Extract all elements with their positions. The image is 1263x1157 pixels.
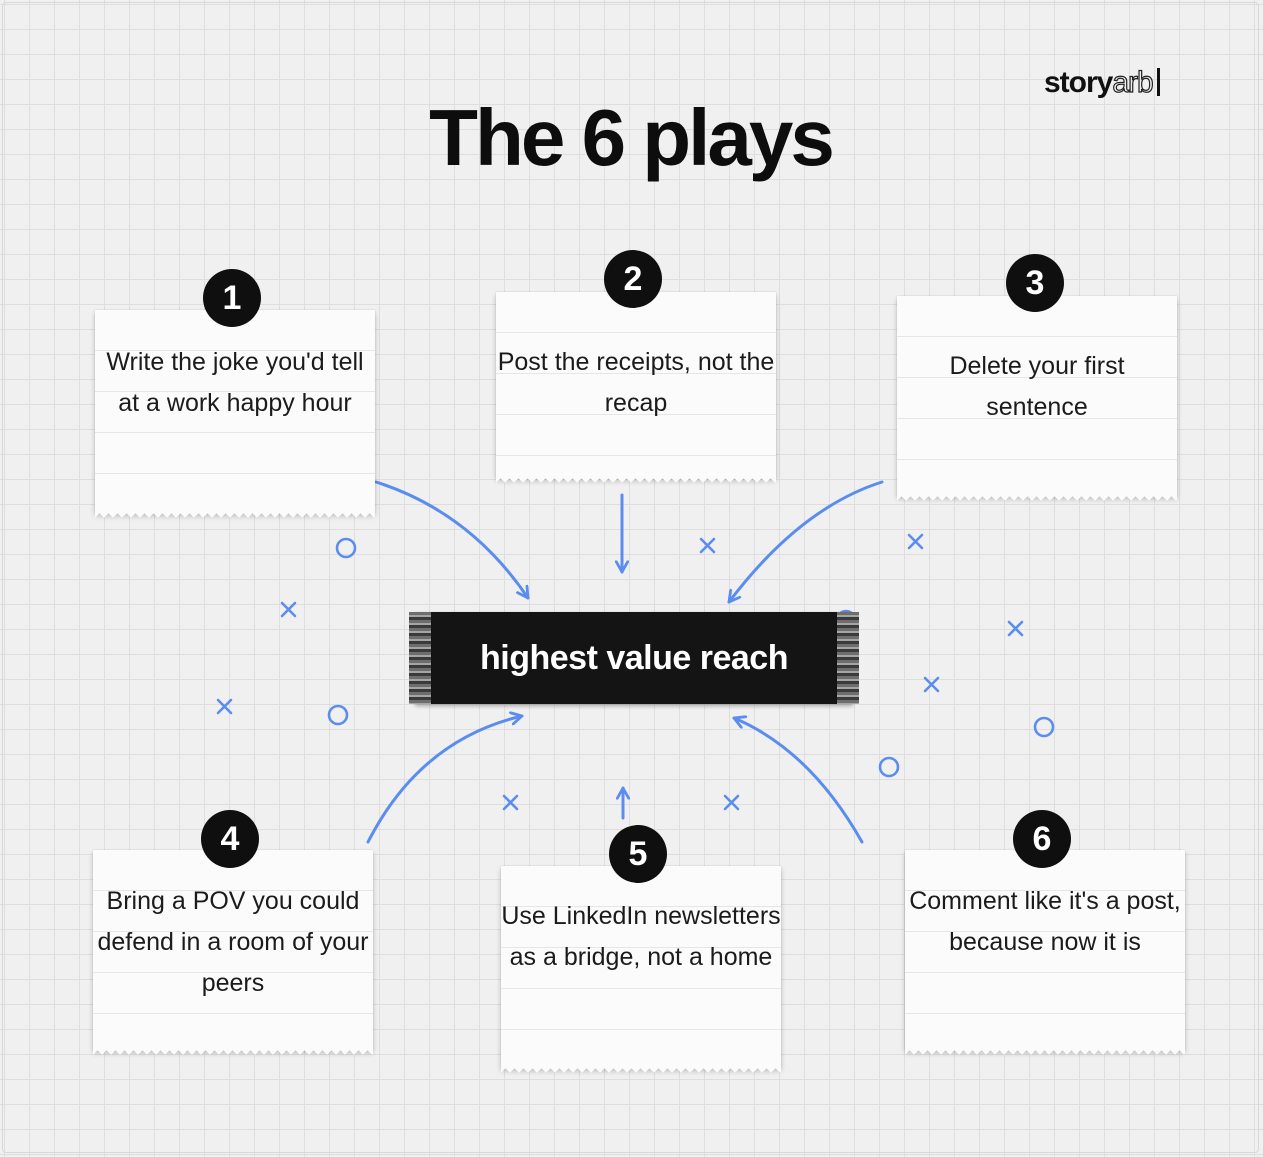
o-mark	[335, 537, 357, 559]
play-badge-6: 6	[1013, 810, 1071, 868]
play-badge-4: 4	[201, 810, 259, 868]
play-card-6: Comment like it's a post, because now it…	[905, 850, 1185, 1056]
x-mark	[923, 676, 940, 693]
play-text-4: Bring a POV you could defend in a room o…	[97, 887, 369, 997]
x-mark	[1007, 620, 1024, 637]
x-mark	[216, 698, 233, 715]
connector-play-6	[732, 718, 864, 844]
play-text-5: Use LinkedIn newsletters as a bridge, no…	[501, 902, 781, 971]
connector-play-4	[366, 716, 524, 844]
x-mark	[280, 601, 297, 618]
page-title: The 6 plays	[429, 93, 835, 182]
play-badge-1: 1	[203, 269, 261, 327]
play-card-4: Bring a POV you could defend in a room o…	[93, 850, 373, 1056]
play-badge-2: 2	[604, 250, 662, 308]
play-badge-3: 3	[1006, 254, 1064, 312]
center-label: highest value reach	[409, 612, 859, 704]
o-mark	[327, 704, 349, 726]
x-mark	[907, 533, 924, 550]
logo-cursor-icon	[1156, 68, 1160, 96]
x-mark	[502, 794, 519, 811]
play-text-2: Post the receipts, not the recap	[497, 348, 775, 417]
play-text-3: Delete your first sentence	[949, 352, 1125, 421]
logo-outline-part: arb	[1112, 65, 1155, 99]
x-mark	[699, 537, 716, 554]
play-card-5: Use LinkedIn newsletters as a bridge, no…	[501, 866, 781, 1074]
o-mark	[878, 756, 900, 778]
logo-bold-part: story	[1044, 66, 1113, 99]
play-card-1: Write the joke you'd tell at a work happ…	[95, 310, 375, 519]
play-card-2: Post the receipts, not the recap	[496, 292, 776, 484]
storyarb-logo: storyarb	[1044, 65, 1160, 100]
x-mark	[723, 794, 740, 811]
connector-play-1	[374, 480, 530, 600]
play-badge-5: 5	[609, 825, 667, 883]
play-text-1: Write the joke you'd tell at a work happ…	[106, 348, 364, 417]
o-mark	[1033, 716, 1055, 738]
connector-play-3	[727, 480, 884, 604]
play-card-3: Delete your first sentence	[897, 296, 1177, 502]
play-text-6: Comment like it's a post, because now it…	[909, 887, 1181, 956]
